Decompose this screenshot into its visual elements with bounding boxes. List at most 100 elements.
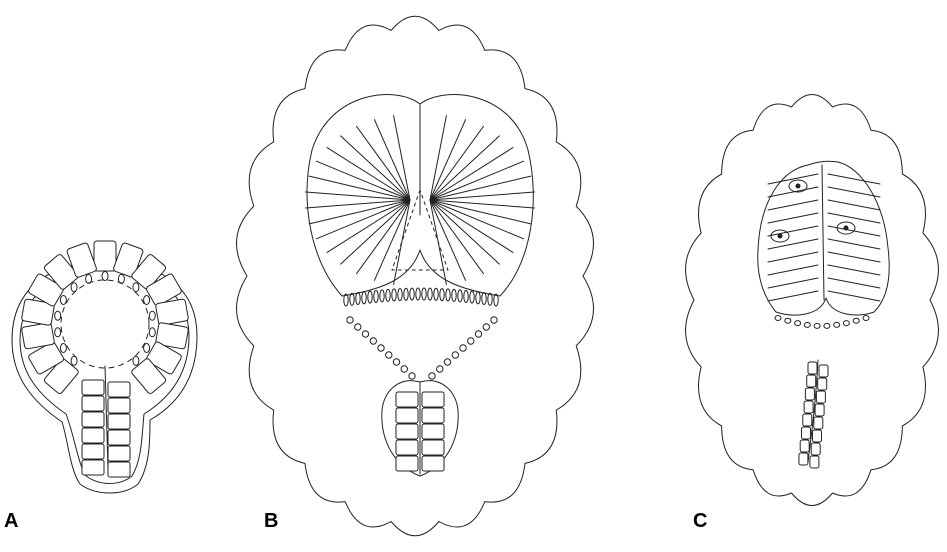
panel-b-arc-cell [488,293,492,305]
panel-c-stalk-cell [818,378,827,390]
panel-a-stalk-cell [108,414,130,429]
panel-c-fiber [828,291,880,301]
panel-a-dot [144,344,150,353]
panel-a-stalk-cell [82,396,104,411]
panel-b-lower-cell [396,408,418,423]
panel-c-fiber [828,200,880,210]
panel-c-fiber [768,200,818,210]
panel-b-arc-cell [444,359,450,365]
panel-c-nucleus-dot [778,234,783,239]
panel-b-arc-cell [386,289,390,301]
panel-a-stalk-cell [82,444,104,459]
panel-b-cell-arc [344,288,498,379]
panel-a-stalk-cell [108,382,130,397]
panel-b-arc-cell [374,290,378,302]
panel-c-small-cell [824,323,830,328]
panel-b-arc-cell [362,331,368,337]
panel-b-arc-cell [356,293,360,305]
panel-b-arc-cell [464,290,468,302]
panel-label-b: B [264,510,278,532]
panel-c-small-cell [804,322,810,327]
panel-b-arc-cell [416,288,420,300]
panel-a-dot [133,283,139,292]
panel-a-dot [71,283,77,292]
panel-a-stalk-cell [108,462,130,477]
panel-b [236,16,593,536]
panel-b-arc-cell [434,288,438,300]
panel-b-fiber [327,148,410,200]
panel-b-arc-cell [392,289,396,301]
panel-a-cell [155,299,188,326]
panel-a-cell [21,322,54,349]
panel-a-dot [144,296,150,305]
panel-c-nucleus-dot [844,226,849,231]
panel-b-arc-cell [468,338,474,344]
panel-c-stalk-cell [814,417,823,429]
panel-b-arc-cell [452,289,456,301]
panel-c-fiber [828,174,880,184]
panel-a-stalk-cell [82,412,104,427]
panel-b-arc-cell [350,293,354,305]
panel-a-stalk-cell [82,428,104,443]
panel-a-dot [55,328,61,337]
panel-b-lower-cell [422,392,444,407]
panel-c-fiber [828,239,880,249]
panel-c-stalk-cell [807,375,816,387]
panel-b-lower-cell [396,424,418,439]
panel-b-arc-cell [437,366,443,372]
panel-b-fiber [327,200,410,252]
panel-b-arc-cell [410,288,414,300]
panel-c-stalk-cell [816,391,825,403]
panel-b-arc-cell [470,291,474,303]
panel-c-small-cell [795,321,801,326]
panel-b-arc-cell [398,289,402,301]
panel-a-dot [102,272,108,281]
panel-c-fiber [828,265,880,275]
panel-c-fiber [828,213,880,223]
panel-c-stalk-cell [819,365,828,377]
panel-a-stalk-cell [82,380,104,395]
panel-b-arc-cell [370,338,376,344]
panel-c-small-cell [843,321,849,326]
panel-b-arc-cell [452,352,458,358]
panel-c-fiber [768,239,818,249]
panel-c-stalk-cell [803,414,812,426]
panel-a-dot [149,328,155,337]
panel-b-arc-cell [446,289,450,301]
panel-c [686,95,939,506]
panel-b-arc-cell [460,345,466,351]
panel-c-small-cells [775,316,869,329]
panel-b-arc-cell [409,373,415,379]
panel-b-arc-cell [482,293,486,305]
panel-c-fiber [768,213,818,223]
panel-c-fiber [768,278,818,288]
panel-c-stalk-cell [799,453,808,465]
panel-b-arc-cell [401,366,407,372]
panel-c-stalk-cell [815,404,824,416]
panel-b-fiber [430,148,513,200]
panel-c-nucleus-dot [796,184,801,189]
panel-c-small-cell [853,318,859,323]
panel-b-arc-cell [386,352,392,358]
panel-b-arc-cell [355,324,361,330]
panel-b-lower-cell [396,392,418,407]
panel-a-lumen [61,280,149,368]
panel-c-small-cell [814,323,820,328]
panel-b-arc-cell [428,288,432,300]
panel-c-stalk-cell [808,362,817,374]
panel-c-small-cell [775,316,781,321]
panel-c-stalk-cell [810,456,819,468]
panel-c-stalk-cell [804,401,813,413]
panel-c-small-cell [785,318,791,323]
panel-a-stalk-cell [108,398,130,413]
panel-c-fiber [768,291,818,301]
panel-b-arc-cell [458,290,462,302]
panel-b-arc-cell [378,345,384,351]
panel-c-stalk-cell [811,443,820,455]
panel-b-arc-cell [422,288,426,300]
panel-b-lower-cell [422,456,444,471]
panel-c-small-cell [834,322,840,327]
panel-b-arc-cell [404,288,408,300]
panel-b-arc-cell [476,292,480,304]
